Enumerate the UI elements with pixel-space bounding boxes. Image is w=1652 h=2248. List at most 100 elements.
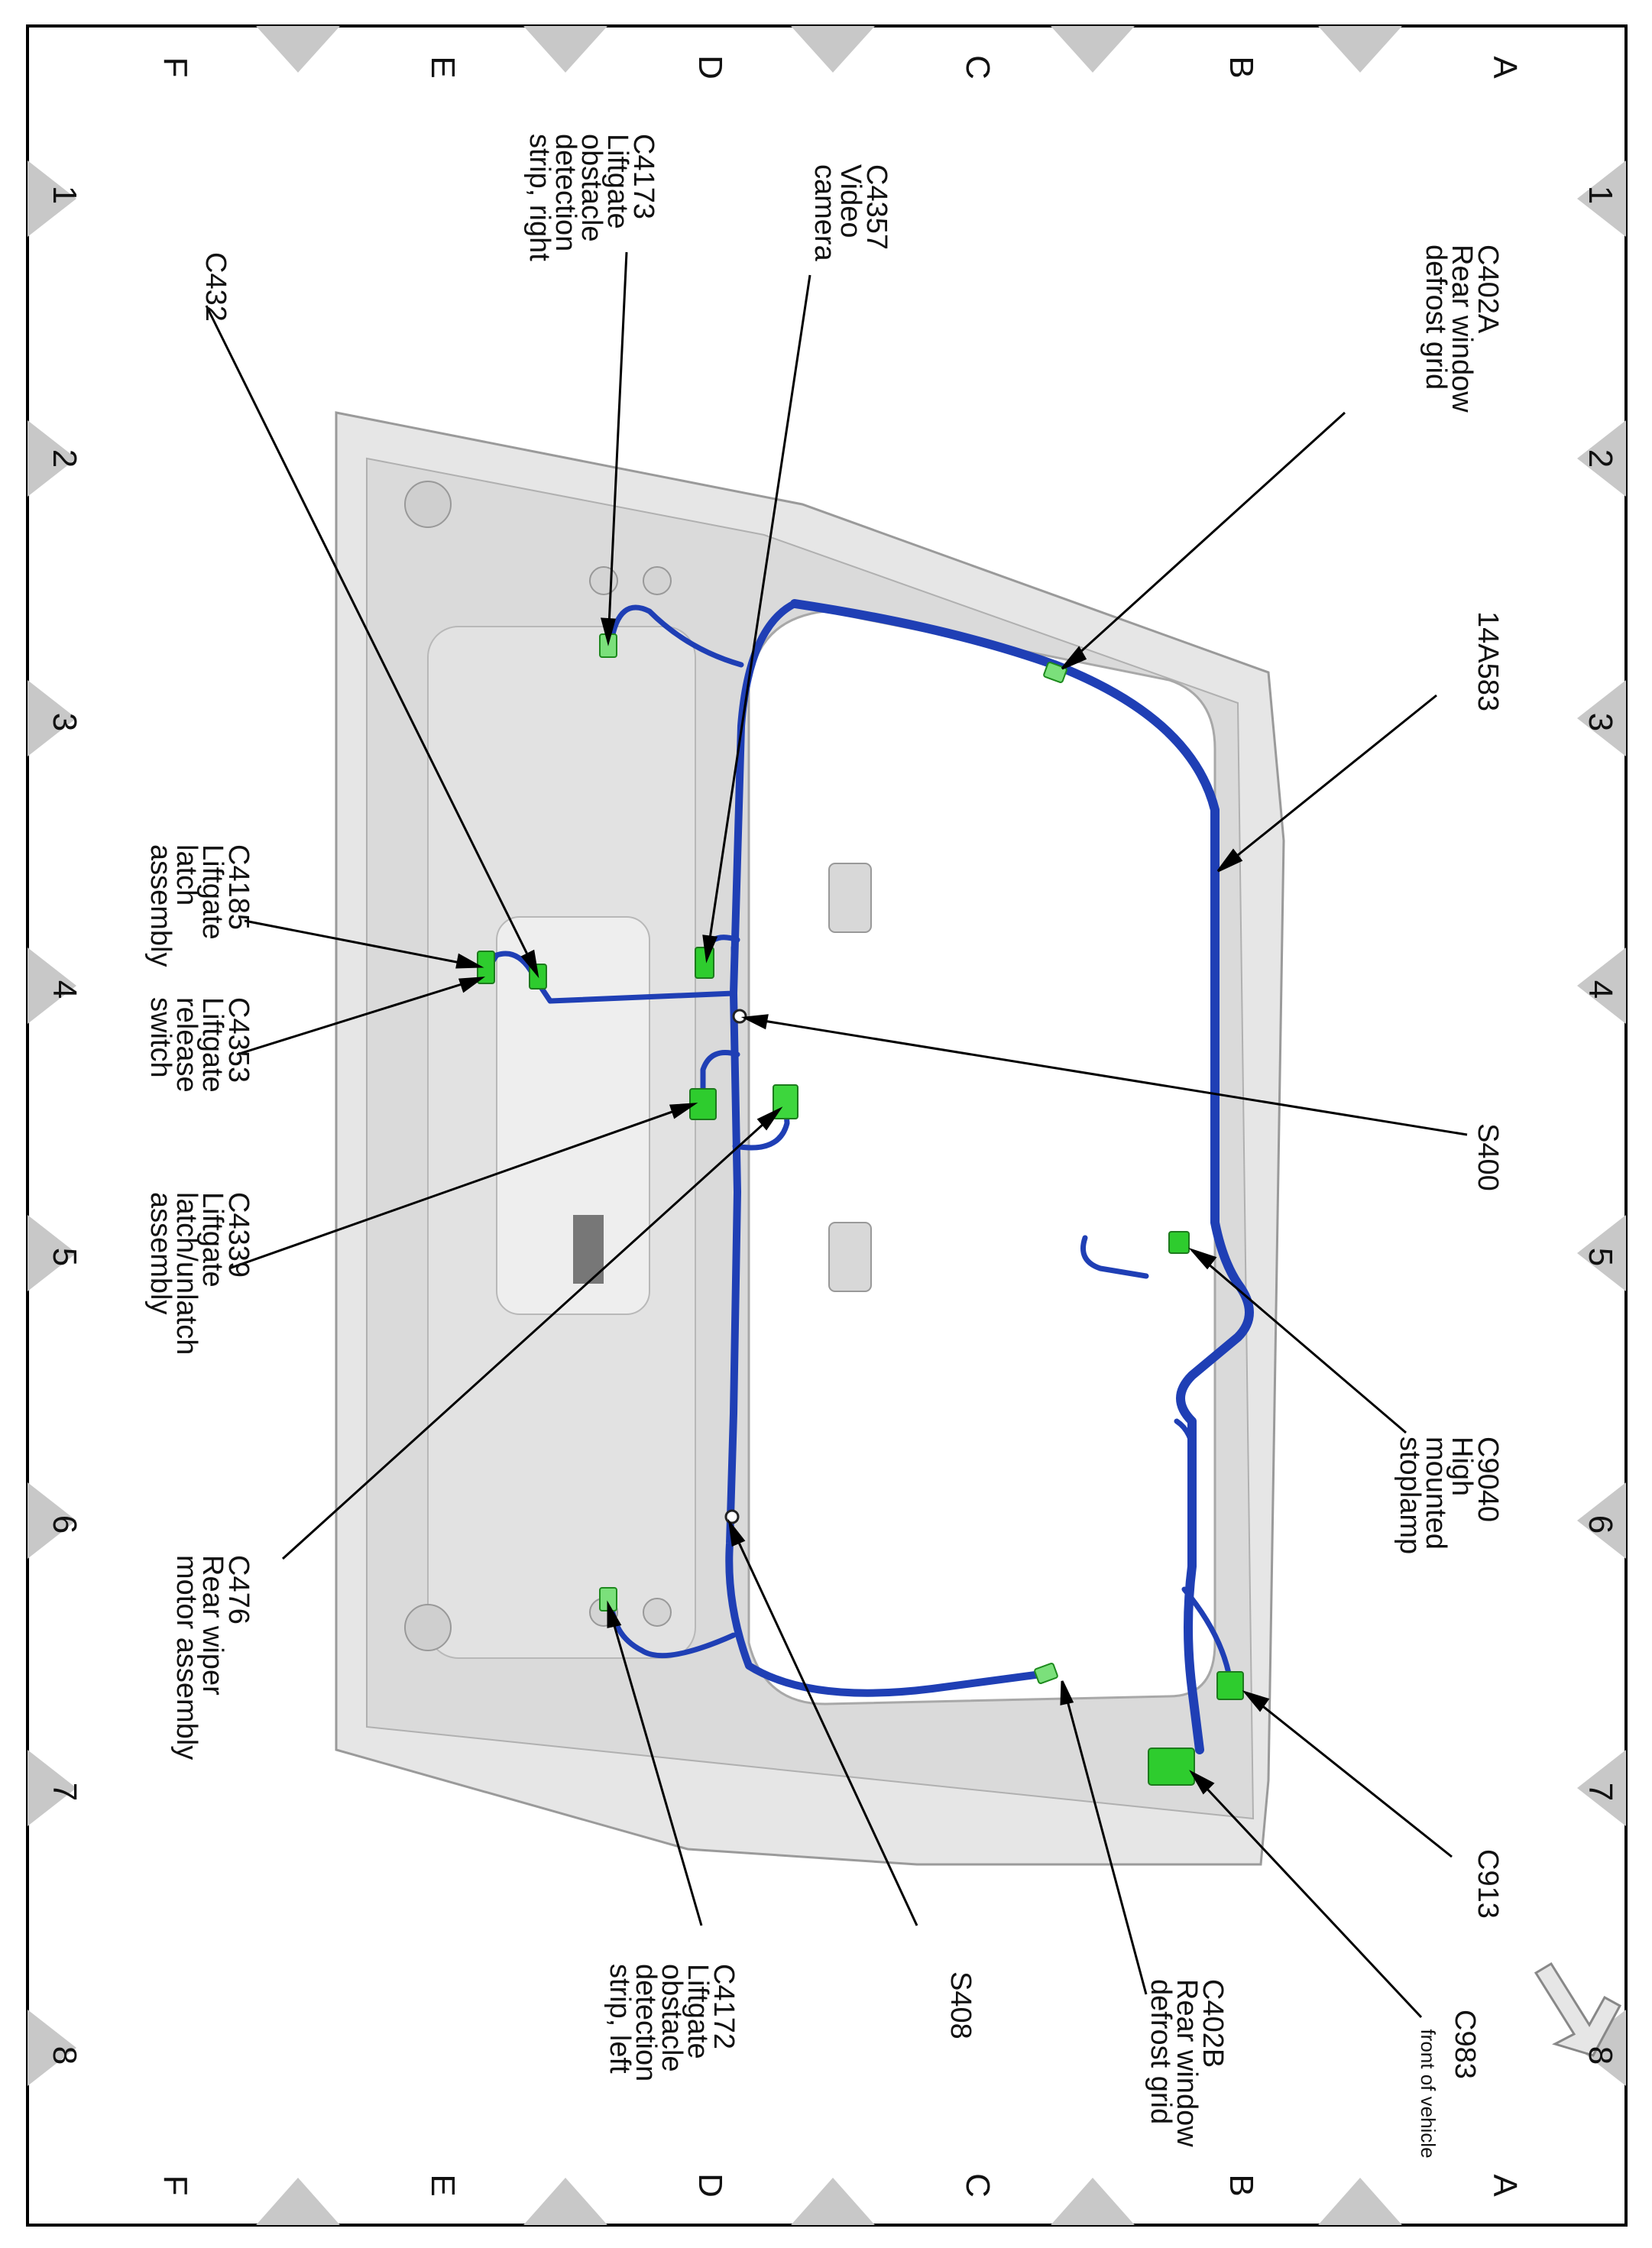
callout-line: detection [630,1964,662,2081]
callout-line: S408 [944,1971,977,2039]
grid-number-6: 6 [46,1515,83,1534]
grid-triangle [523,26,607,73]
grid-triangle [1577,680,1626,756]
callout-line: latch/unlatch [170,1192,202,1355]
callout-line: S400 [1472,1123,1504,1191]
grid-letter-d: D [692,2173,729,2198]
callout-line: latch [170,844,202,905]
grid-triangle [1577,1750,1626,1826]
callout-line: obstacle [656,1964,688,2072]
callout-line: C4339 [222,1192,254,1278]
grid-number-5: 5 [46,1248,83,1266]
callout-s400: S400 [1472,1123,1504,1191]
connector-c9040 [1168,1231,1190,1254]
grid-number-4: 4 [46,980,83,999]
callout-line: C9040 [1472,1437,1504,1522]
callout-line: release [170,997,202,1093]
grid-triangle [28,2010,76,2086]
grid-triangle [791,26,875,73]
grid-triangle [1577,1215,1626,1291]
grid-letter-c: C [959,2173,996,2198]
grid-triangle [28,420,76,497]
callout-line: Liftgate [196,997,228,1093]
callout-line: C402A [1472,245,1504,334]
callout-line: mounted [1420,1437,1452,1550]
callout-line: C983 [1449,2010,1481,2079]
grid-triangle [28,160,76,237]
grid-letter-a: A [1486,56,1524,79]
callout-line: C402B [1197,1979,1229,2068]
callout-line: stoplamp [1394,1437,1426,1554]
grid-number-7: 7 [46,1783,83,1801]
callout-s408: S408 [944,1971,977,2039]
connector-c402a [1043,662,1067,683]
grid-number-8: 8 [46,2046,83,2065]
grid-number-6: 6 [1582,1515,1619,1534]
callout-line: Liftgate [682,1964,714,2059]
grid-letter-d: D [692,55,729,79]
callout-line: switch [144,997,177,1078]
callout-line: strip, right [523,134,556,261]
callout-line: motor assembly [170,1555,202,1760]
splice-s408 [724,1509,740,1524]
callout-line: assembly [144,844,177,967]
grid-number-2: 2 [1582,449,1619,468]
connector-c983 [1148,1748,1195,1786]
grid-triangle [1051,26,1135,73]
grid-triangle [523,2178,607,2225]
grid-number-7: 7 [1582,1783,1619,1801]
grid-number-4: 4 [1582,980,1619,999]
callout-c432: C432 [199,252,232,322]
callout-line: C913 [1472,1849,1504,1919]
connector-c402b [1034,1663,1058,1684]
front-of-vehicle-arrow-icon [1534,1961,1622,2057]
callout-line: C4173 [627,134,659,219]
grid-triangle [1577,947,1626,1024]
liftgate-panel [335,411,1285,1866]
grid-number-1: 1 [1582,186,1619,204]
grid-letter-f: F [157,57,194,78]
callout-line: Rear wiper [196,1555,228,1696]
grid-letter-f: F [157,2175,194,2196]
callout-line: defrost grid [1145,1979,1177,2124]
grid-number-1: 1 [46,186,83,204]
callout-c983: C983 [1449,2010,1481,2079]
connector-c913 [1216,1671,1244,1700]
grid-letter-b: B [1223,56,1260,78]
callout-line: defrost grid [1420,245,1452,390]
grid-triangle [1577,160,1626,237]
callout-line: Video [834,164,866,238]
callout-line: assembly [144,1192,177,1315]
grid-letter-e: E [424,56,462,78]
callout-line: strip, left [604,1964,636,2074]
front-of-vehicle-note: front of vehicle [1417,2029,1440,2158]
callout-line: C476 [222,1555,254,1624]
grid-triangle [28,1215,76,1291]
grid-number-8: 8 [1582,2046,1619,2065]
grid-triangle [791,2178,875,2225]
callout-line: C4357 [860,164,892,250]
grid-triangle [256,26,340,73]
callout-line: Liftgate [196,844,228,940]
grid-triangle [1577,2010,1626,2086]
grid-letter-b: B [1223,2174,1260,2196]
callout-line: obstacle [575,134,607,242]
callout-line: Rear window [1171,1979,1203,2147]
grid-triangle [28,947,76,1024]
grid-triangle [1318,2178,1402,2225]
callout-line: C432 [199,252,232,322]
grid-number-3: 3 [1582,713,1619,731]
grid-triangle [28,1482,76,1559]
grid-letter-e: E [424,2174,462,2196]
callout-line: 14A583 [1472,611,1504,711]
